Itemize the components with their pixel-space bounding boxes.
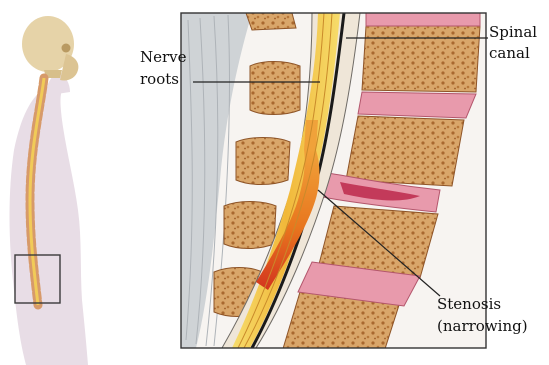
- skull-icon: [22, 16, 78, 81]
- nerve-roots-label-line2: roots: [140, 71, 179, 88]
- spinal-canal-label-line2: canal: [489, 45, 530, 62]
- stenosis-label-line2: (narrowing): [437, 318, 528, 335]
- body-silhouette: [10, 70, 89, 365]
- nerve-roots-label-line1: Nerve: [140, 49, 187, 66]
- spinal-canal-label-line1: Spinal: [489, 24, 537, 41]
- stenosis-label-line1: Stenosis: [437, 296, 501, 313]
